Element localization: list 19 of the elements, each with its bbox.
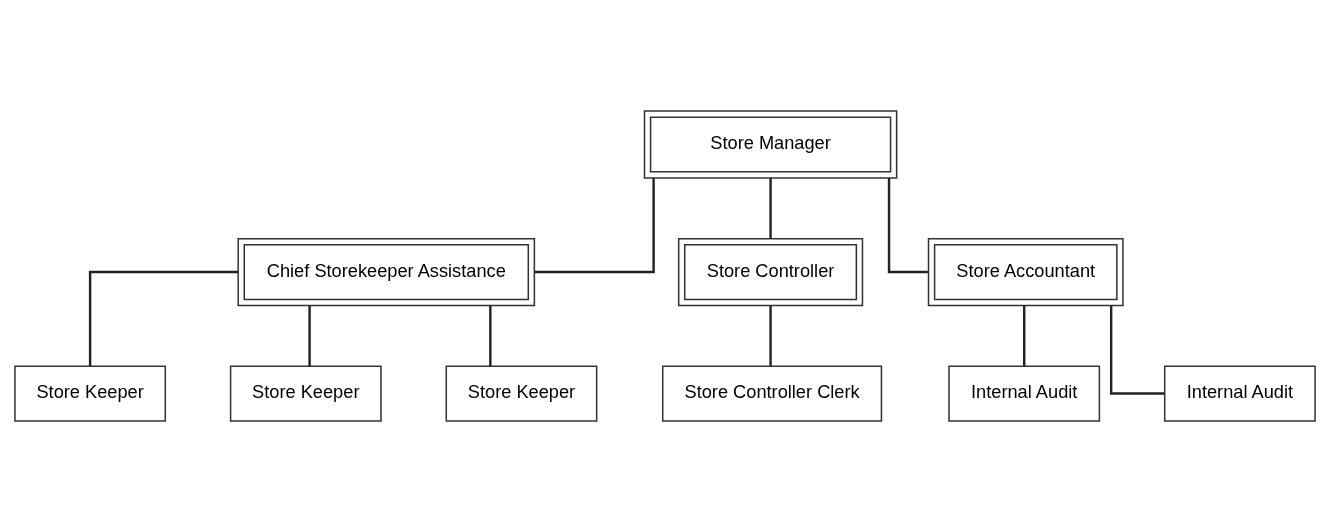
- node-box: Store Manager: [643, 110, 898, 179]
- connector: [769, 305, 772, 367]
- node-box: Store Keeper: [445, 365, 598, 422]
- node-box: Store Controller Clerk: [661, 365, 883, 422]
- connector: [1109, 305, 1165, 395]
- connector: [308, 305, 311, 367]
- connector: [769, 178, 772, 239]
- node-box: Store Controller: [677, 237, 864, 307]
- node-box: Store Keeper: [14, 365, 167, 422]
- connector: [489, 305, 492, 367]
- node-box: Store Keeper: [229, 365, 382, 422]
- connector: [1023, 305, 1026, 367]
- node-box: Internal Audit: [948, 365, 1101, 422]
- node-box: Store Accountant: [927, 237, 1124, 307]
- connector: [88, 270, 239, 366]
- connector: [887, 178, 928, 274]
- node-box: Internal Audit: [1163, 365, 1316, 422]
- connector: [534, 178, 655, 274]
- node-box: Chief Storekeeper Assistance: [237, 237, 536, 307]
